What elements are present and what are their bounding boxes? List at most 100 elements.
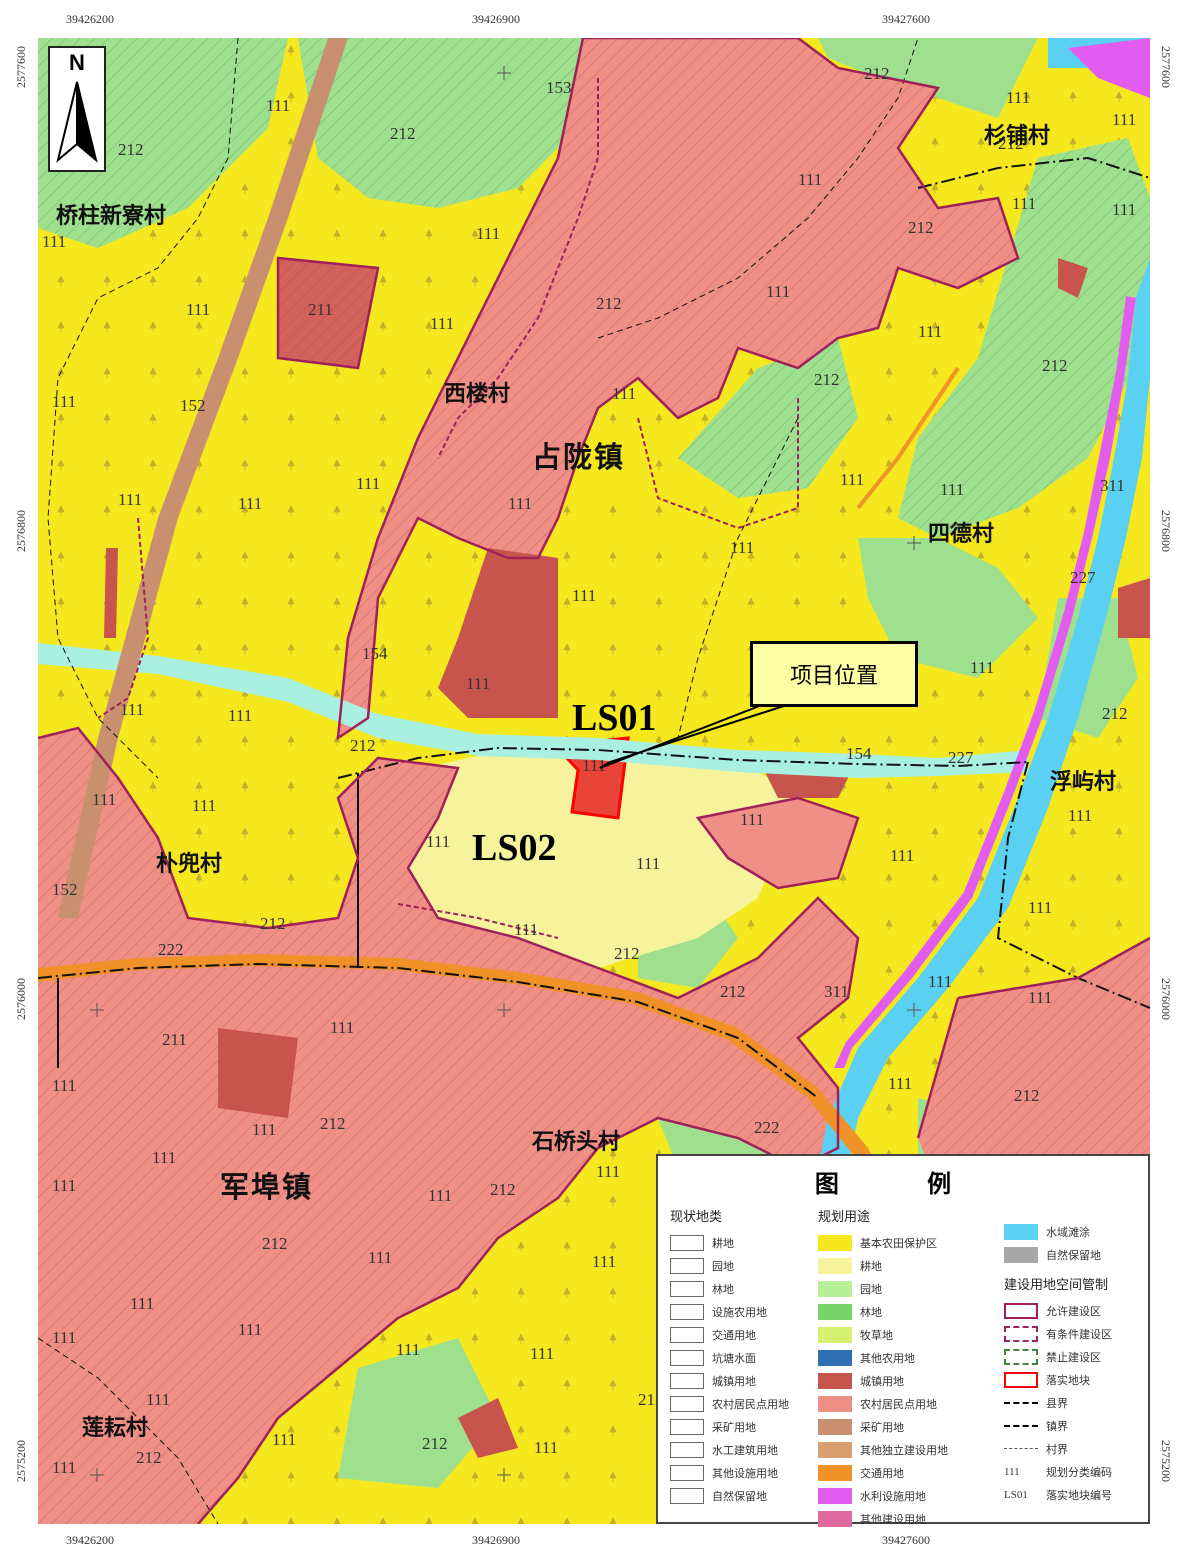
legend-plot-note: 落实地块编号 [1046,1488,1112,1502]
legend-control-label: 落实地块 [1046,1373,1090,1387]
legend-extra-label: 自然保留地 [1046,1248,1101,1262]
project-location-callout: 项目位置 [750,641,918,707]
code-label: 212 [390,124,416,143]
code-label: 222 [158,940,184,959]
legend-plan-label: 园地 [860,1282,882,1296]
code-label: 154 [362,644,388,663]
coord-right-1: 2577600 [1159,46,1173,88]
code-label: 212 [1102,704,1128,723]
legend-plan-item: 林地 [818,1300,948,1323]
code-label: 111 [890,846,915,865]
coord-left-2: 2576800 [14,510,28,552]
color-swatch [818,1257,852,1274]
color-swatch [818,1418,852,1435]
code-label: 111 [636,854,661,873]
pattern-swatch [670,1326,704,1343]
legend-status-item: 耕地 [670,1231,789,1254]
highway [38,954,878,1176]
coord-top-1: 39426200 [66,12,114,26]
code-label: 212 [422,1434,448,1453]
code-label: 111 [888,1074,913,1093]
coord-bottom-3: 39427600 [882,1533,930,1547]
code-label: 111 [918,322,943,341]
code-label: 111 [42,232,67,251]
code-label: 111 [52,392,77,411]
legend-plan-label: 林地 [860,1305,882,1319]
code-label: 227 [948,748,974,767]
legend-status-item: 水工建筑用地 [670,1438,789,1461]
code-label: 212 [350,736,376,755]
legend-plan-label: 水利设施用地 [860,1489,926,1503]
pattern-swatch [670,1234,704,1251]
legend-plan-item: 水利设施用地 [818,1484,948,1507]
color-swatch [818,1234,852,1251]
rail-corridor [58,38,348,918]
code-label: 152 [52,880,78,899]
plot-label-ls02: LS02 [472,827,557,869]
legend-plan-item: 城镇用地 [818,1369,948,1392]
code-label: 111 [1028,988,1053,1007]
pattern-swatch [670,1487,704,1504]
code-label: 111 [514,920,539,939]
legend-plan-item: 基本农田保护区 [818,1231,948,1254]
code-label: 111 [228,706,253,725]
code-label: 212 [720,982,746,1001]
code-label: 111 [572,586,597,605]
coord-top-2: 39426900 [472,12,520,26]
legend-plan-column: 规划用途 基本农田保护区耕地园地林地牧草地其他农用地城镇用地农村居民点用地采矿用… [818,1206,948,1530]
legend-status-label: 采矿用地 [712,1420,756,1434]
code-label: 311 [1100,476,1125,495]
code-label: 111 [192,796,217,815]
pattern-swatch [670,1303,704,1320]
legend-control-column: 水域滩涂自然保留地 建设用地空间管制 允许建设区 有条件建设区 禁止建设区 落实… [1004,1220,1112,1506]
legend-code-note: 规划分类编码 [1046,1465,1112,1479]
legend-bound-item: 镇界 [1004,1414,1112,1437]
code-label: 212 [864,64,890,83]
legend-status-item: 设施农用地 [670,1300,789,1323]
legend-control-item: 有条件建设区 [1004,1322,1112,1345]
code-label: 211 [308,300,333,319]
code-label: 111 [476,224,501,243]
code-label: 212 [908,218,934,237]
code-label: 111 [266,96,291,115]
code-label: 111 [1012,194,1037,213]
legend-extra-label: 水域滩涂 [1046,1225,1090,1239]
code-label: 111 [534,1438,559,1457]
north-arrow-label: N [69,50,85,75]
legend-extra-item: 自然保留地 [1004,1243,1112,1266]
code-label: 111 [1006,88,1031,107]
color-swatch [818,1326,852,1343]
county-line-swatch [1004,1401,1038,1404]
legend-plan-list: 基本农田保护区耕地园地林地牧草地其他农用地城镇用地农村居民点用地采矿用地其他独立… [818,1231,948,1530]
village-line-swatch [1004,1447,1038,1450]
code-label: 111 [596,1162,621,1181]
code-label: 111 [186,300,211,319]
code-label: 111 [238,494,263,513]
legend-plan-head: 规划用途 [818,1210,871,1225]
place-label-side: 四德村 [928,521,995,547]
legend-status-item: 农村居民点用地 [670,1392,789,1415]
legend-control-label: 有条件建设区 [1046,1327,1112,1341]
pattern-swatch [670,1257,704,1274]
code-label: 111 [466,674,491,693]
legend-plan-item: 其他农用地 [818,1346,948,1369]
code-label: 111 [798,170,823,189]
legend-status-column: 现状地类 耕地 园地 林地 设施农用地 交通用地 坑塘水面 城镇用地 农村居民点… [670,1206,789,1507]
code-label: 111 [52,1176,77,1195]
code-label: 111 [368,1248,393,1267]
code-label: 111 [130,1294,155,1313]
legend-plan-label: 耕地 [860,1259,882,1273]
legend-plan-label: 基本农田保护区 [860,1236,937,1250]
legend-plan-item: 耕地 [818,1254,948,1277]
code-label: 212 [320,1114,346,1133]
legend-plan-item: 其他独立建设用地 [818,1438,948,1461]
legend-plan-label: 农村居民点用地 [860,1397,937,1411]
place-label-qiaozhu: 桥柱新寮村 [56,203,167,229]
color-swatch [818,1487,852,1504]
legend-bound-item: 村界 [1004,1437,1112,1460]
legend-status-label: 设施农用地 [712,1305,767,1319]
legend-control-item: 禁止建设区 [1004,1345,1112,1368]
code-label: 111 [740,810,765,829]
code-label: 111 [426,832,451,851]
